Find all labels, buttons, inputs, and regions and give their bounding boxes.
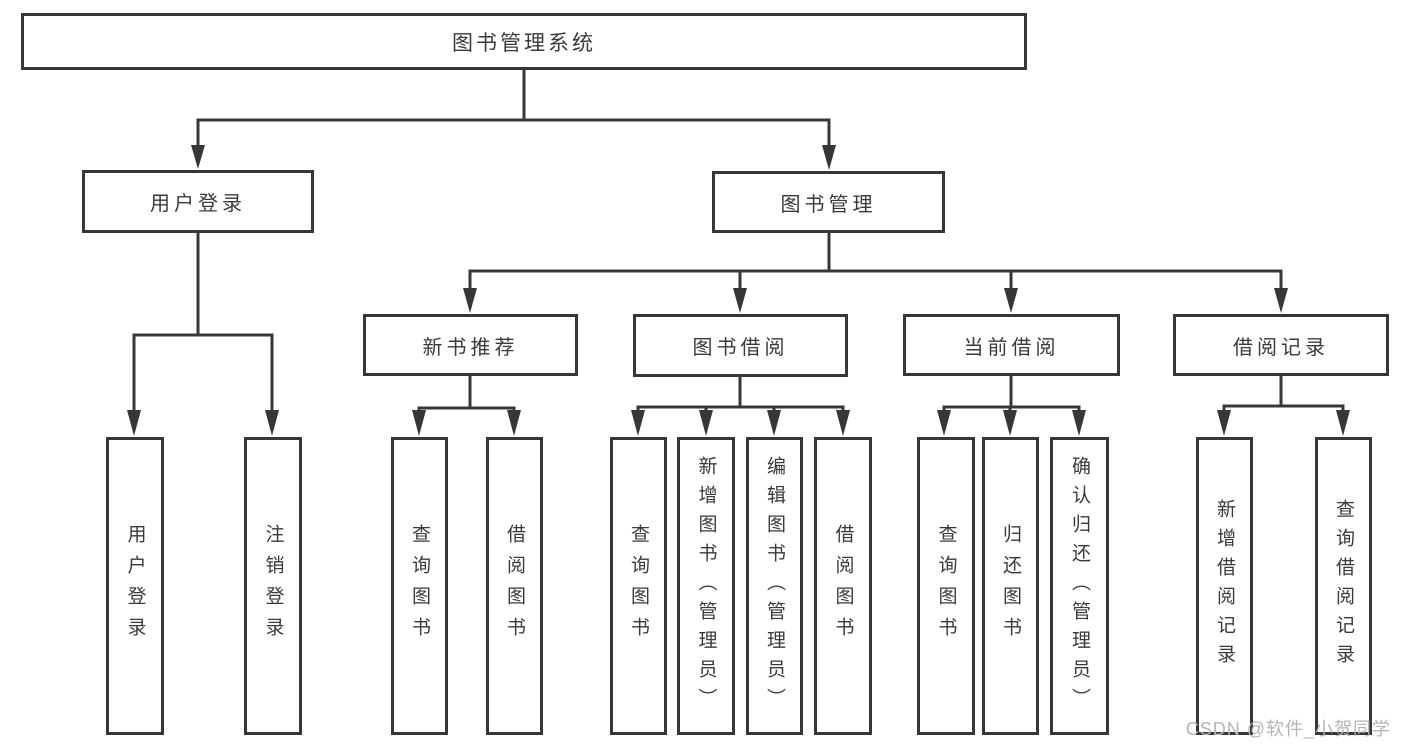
leaf-query-books-recommend: 查询图书 bbox=[391, 437, 448, 735]
leaf-return-books: 归还图书 bbox=[982, 437, 1039, 735]
leaf-add-borrow-record: 新增借阅记录 bbox=[1196, 437, 1253, 735]
leaf-add-book-admin: 新增图书（管理员） bbox=[677, 437, 735, 735]
leaf-borrow-books-recommend: 借阅图书 bbox=[486, 437, 543, 735]
node-book-management: 图书管理 bbox=[712, 171, 945, 233]
leaf-query-borrow-record: 查询借阅记录 bbox=[1315, 437, 1372, 735]
leaf-user-login: 用户登录 bbox=[106, 437, 164, 735]
leaf-edit-book-admin: 编辑图书（管理员） bbox=[746, 437, 803, 735]
leaf-query-books-current: 查询图书 bbox=[917, 437, 975, 735]
node-borrowing-records: 借阅记录 bbox=[1173, 314, 1389, 376]
leaf-confirm-return-admin: 确认归还（管理员） bbox=[1050, 437, 1109, 735]
csdn-watermark: CSDN @软件_小贺同学 bbox=[1185, 719, 1391, 739]
leaf-query-books-borrowing: 查询图书 bbox=[610, 437, 667, 735]
node-library-system-root: 图书管理系统 bbox=[21, 13, 1027, 70]
leaf-logout: 注销登录 bbox=[244, 437, 302, 735]
node-book-borrowing: 图书借阅 bbox=[633, 314, 848, 377]
node-user-login: 用户登录 bbox=[82, 170, 314, 233]
node-new-book-recommend: 新书推荐 bbox=[363, 314, 578, 376]
node-current-borrowing: 当前借阅 bbox=[903, 314, 1120, 376]
leaf-borrow-books-borrowing: 借阅图书 bbox=[814, 437, 872, 735]
